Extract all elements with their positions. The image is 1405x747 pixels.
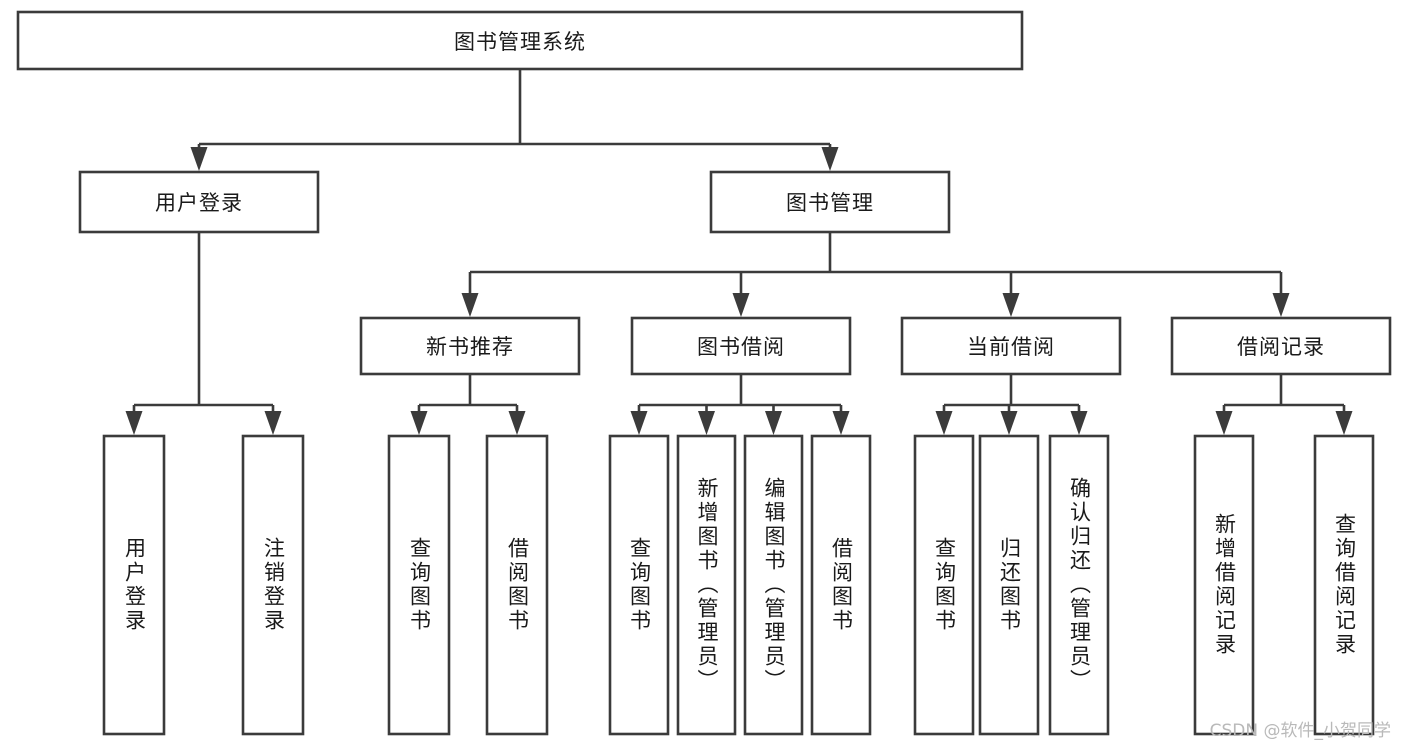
arrowhead-l2_current_borrow: [1002, 293, 1020, 317]
node-box-l2_borrow_record[interactable]: [1170, 316, 1392, 376]
arrowhead-leaf_br_add: [1215, 411, 1233, 435]
node-box-leaf_user_login[interactable]: [102, 434, 166, 736]
arrowhead-leaf_nbr_query: [410, 411, 428, 435]
node-box-l2_book_borrow[interactable]: [630, 316, 852, 376]
node-box-leaf_bb_borrow[interactable]: [810, 434, 872, 736]
node-box-leaf_logout[interactable]: [241, 434, 305, 736]
node-box-leaf_nbr_query[interactable]: [387, 434, 451, 736]
node-box-leaf_bb_add[interactable]: [676, 434, 737, 736]
arrowhead-leaf_cb_query: [935, 411, 953, 435]
arrowhead-leaf_bb_add: [698, 411, 715, 435]
node-box-leaf_nbr_borrow[interactable]: [485, 434, 549, 736]
boxes-layer: [16, 10, 1392, 736]
arrowhead-l1_user_login: [190, 147, 208, 171]
node-box-leaf_cb_return[interactable]: [978, 434, 1040, 736]
node-box-leaf_bb_edit[interactable]: [743, 434, 804, 736]
arrowhead-leaf_nbr_borrow: [508, 411, 526, 435]
node-box-l1_user_login[interactable]: [78, 170, 320, 234]
node-box-l1_book_manage[interactable]: [709, 170, 951, 234]
node-box-root[interactable]: [16, 10, 1024, 71]
arrowhead-leaf_logout: [264, 411, 282, 435]
arrowhead-leaf_br_query: [1335, 411, 1353, 435]
arrowhead-l2_book_borrow: [732, 293, 750, 317]
node-box-l2_current_borrow[interactable]: [900, 316, 1122, 376]
edges-layer: [125, 69, 1353, 435]
node-box-leaf_bb_query[interactable]: [608, 434, 670, 736]
node-box-leaf_cb_confirm[interactable]: [1048, 434, 1110, 736]
arrowhead-leaf_user_login: [125, 411, 143, 435]
node-box-leaf_cb_query[interactable]: [913, 434, 975, 736]
arrowhead-l2_new_book_rec: [461, 293, 479, 317]
node-box-l2_new_book_rec[interactable]: [359, 316, 581, 376]
node-box-leaf_br_query[interactable]: [1313, 434, 1375, 736]
node-box-leaf_br_add[interactable]: [1193, 434, 1255, 736]
arrowhead-l1_book_manage: [821, 147, 839, 171]
arrowhead-leaf_cb_return: [1000, 411, 1018, 435]
arrowhead-l2_borrow_record: [1272, 293, 1290, 317]
arrowhead-leaf_cb_confirm: [1070, 411, 1088, 435]
arrowhead-leaf_bb_borrow: [832, 411, 850, 435]
arrowhead-leaf_bb_edit: [765, 411, 782, 435]
arrowhead-leaf_bb_query: [630, 411, 648, 435]
